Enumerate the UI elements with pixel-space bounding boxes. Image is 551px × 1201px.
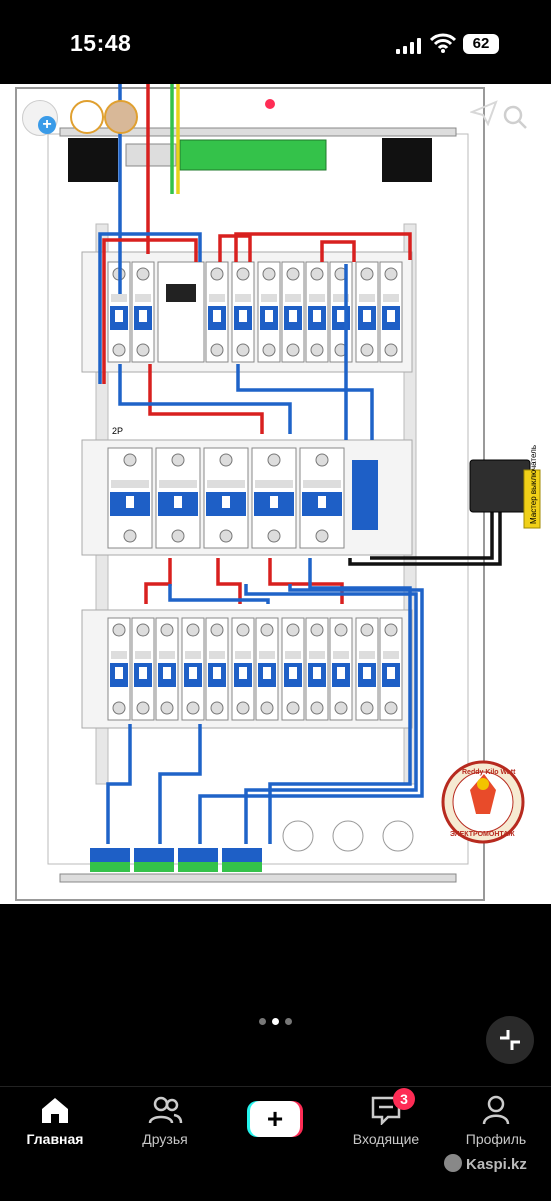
breaker-module <box>107 447 153 549</box>
tab-profile[interactable]: Профиль <box>446 1087 546 1157</box>
breaker-module <box>255 617 279 721</box>
collapse-icon <box>500 1030 520 1050</box>
breaker-module <box>329 617 353 721</box>
tab-inbox-label: Входящие <box>352 1131 420 1147</box>
create-button[interactable]: + <box>247 1101 303 1137</box>
breaker-module <box>231 617 255 721</box>
battery-indicator: 62 <box>463 34 499 54</box>
follow-plus-icon[interactable]: + <box>38 116 56 134</box>
breaker-module <box>231 261 255 363</box>
watermark: Kaspi.kz <box>444 1154 527 1173</box>
story-avatar-1[interactable] <box>70 100 104 134</box>
breaker-module <box>379 261 403 363</box>
master-switch-label: Мастер выключатель <box>529 445 538 524</box>
neutral-bar <box>134 848 174 872</box>
kaspi-logo-icon <box>444 1154 462 1172</box>
friends-icon <box>148 1096 183 1124</box>
terminal-block <box>352 460 378 530</box>
master-switch-note <box>523 469 541 529</box>
breaker-module <box>107 261 131 363</box>
bottom-tab-bar: Главная Друзья + Входящие Профиль <box>0 1086 551 1201</box>
pager-dot <box>259 1018 266 1025</box>
watermark-text: Kaspi.kz <box>466 1156 527 1173</box>
pager-dot <box>272 1018 279 1025</box>
plus-icon: + <box>250 1101 300 1137</box>
breaker-module <box>305 261 329 363</box>
tab-home-label: Главная <box>26 1131 84 1147</box>
tab-inbox[interactable]: Входящие <box>336 1087 436 1157</box>
breaker-module <box>205 617 229 721</box>
breaker-module <box>281 261 305 363</box>
voltage-relay <box>157 261 205 363</box>
wifi-icon <box>430 33 456 53</box>
breaker-module <box>355 261 379 363</box>
breaker-module <box>107 617 131 721</box>
clock: 15:48 <box>70 30 132 56</box>
breaker-module <box>299 447 345 549</box>
image-pager <box>0 1012 551 1025</box>
breaker-module <box>257 261 281 363</box>
post-image[interactable]: 2P <box>0 84 551 904</box>
breaker-module <box>203 447 249 549</box>
cellular-signal-icon <box>396 38 421 54</box>
master-switch <box>469 459 531 513</box>
tab-friends-label: Друзья <box>142 1131 188 1147</box>
breaker-module <box>355 617 379 721</box>
story-avatar-2[interactable] <box>104 100 138 134</box>
stamp-bottom-text: ЭЛЕКТРОМОНТАЖ <box>450 831 515 838</box>
breaker-module <box>205 261 229 363</box>
breaker-module <box>181 617 205 721</box>
tab-home[interactable]: Главная <box>5 1087 105 1157</box>
breaker-module <box>131 617 155 721</box>
breaker-module <box>155 447 201 549</box>
label-2p: 2P <box>112 426 123 436</box>
breaker-module <box>131 261 155 363</box>
breaker-module <box>305 617 329 721</box>
breaker-module <box>329 261 353 363</box>
stamp-top-text: Reddy Kilo Watt <box>462 769 516 776</box>
profile-icon <box>482 1095 510 1125</box>
live-dot-icon <box>265 99 275 109</box>
status-bar: 15:48 62 <box>0 0 551 84</box>
breaker-module <box>251 447 297 549</box>
neutral-bar <box>178 848 218 872</box>
exit-fullscreen-button[interactable] <box>486 1016 534 1064</box>
panel-diagram: 2P <box>15 84 541 901</box>
home-icon <box>42 1098 68 1123</box>
breaker-module <box>155 617 179 721</box>
tab-profile-label: Профиль <box>465 1131 527 1147</box>
neutral-bar <box>90 848 130 872</box>
neutral-bar <box>222 848 262 872</box>
tab-friends[interactable]: Друзья <box>115 1087 215 1157</box>
send-icon[interactable] <box>470 100 498 126</box>
breaker-module <box>379 617 403 721</box>
pager-dot <box>285 1018 292 1025</box>
search-icon[interactable] <box>502 104 528 130</box>
inbox-badge: 3 <box>393 1088 415 1110</box>
breaker-module <box>281 617 305 721</box>
